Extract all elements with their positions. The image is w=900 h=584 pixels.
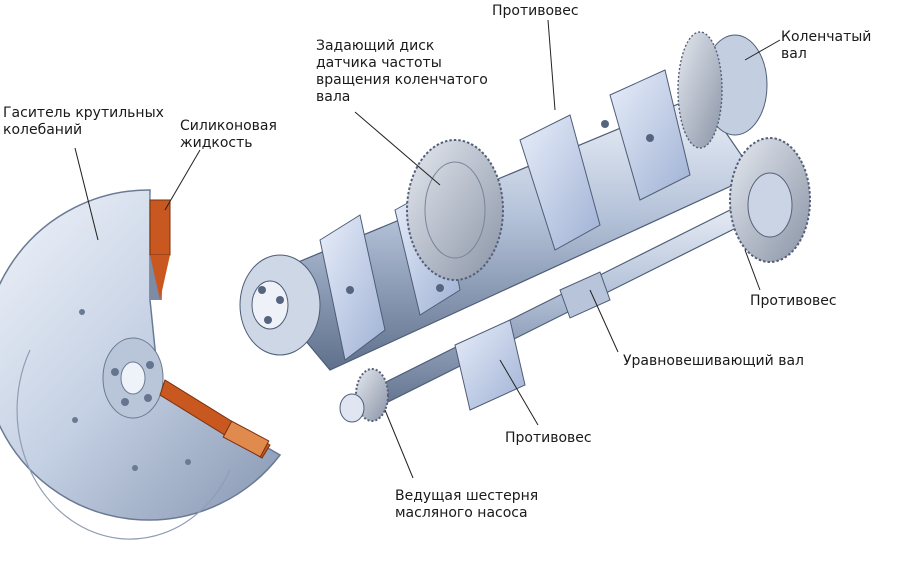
label-counterweight-top: Противовес <box>492 3 579 19</box>
label-trigger-disc: Задающий диск датчика частоты вращения к… <box>316 38 488 105</box>
label-counterweight-bottom: Противовес <box>505 430 592 446</box>
label-balance-shaft: Уравновешивающий вал <box>623 353 804 369</box>
balance-shaft <box>339 137 811 423</box>
label-damper: Гаситель крутильных колебаний <box>3 105 164 138</box>
label-counterweight-right: Противовес <box>750 293 837 309</box>
label-crankshaft: Коленчатый вал <box>781 29 872 62</box>
leader-lines <box>74 19 781 479</box>
vibration-damper <box>0 189 282 540</box>
label-silicone-fluid: Силиконовая жидкость <box>180 118 277 151</box>
trigger-disc <box>406 139 504 281</box>
label-oil-pump-gear: Ведущая шестерня масляного насоса <box>395 488 539 521</box>
silicone-fluid <box>149 199 271 459</box>
